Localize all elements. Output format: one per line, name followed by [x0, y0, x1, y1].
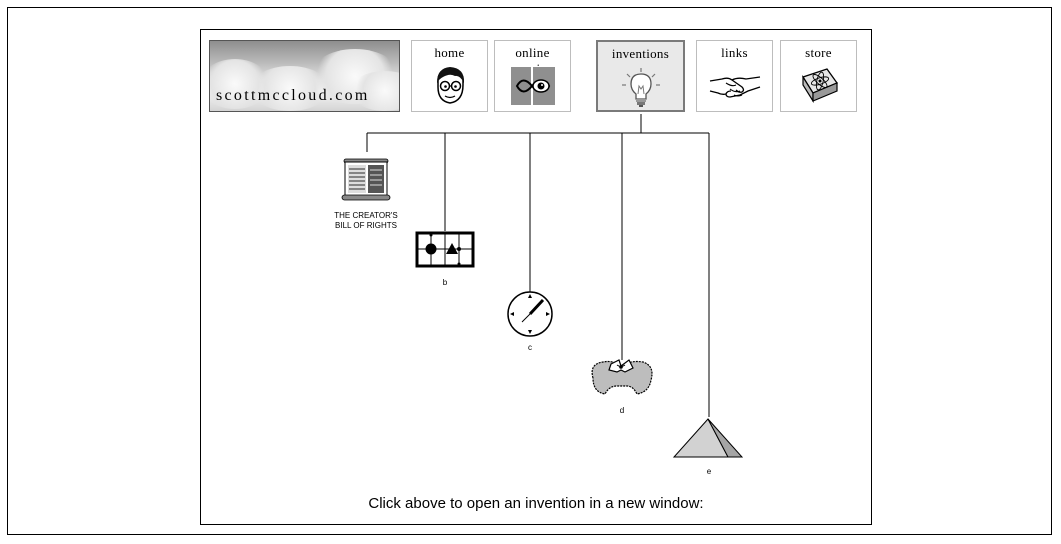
- site-logo[interactable]: scottmccloud.com: [209, 40, 400, 112]
- face-icon: [412, 65, 487, 112]
- label-line-1: THE CREATOR'S: [334, 211, 398, 220]
- bow-blob-icon: [587, 356, 657, 405]
- nav-home[interactable]: home: [411, 40, 488, 112]
- scroll-document-icon: [338, 156, 394, 209]
- invention-b-label: b: [442, 278, 448, 287]
- invention-d[interactable]: d: [587, 356, 657, 418]
- nav-links-label: links: [721, 45, 748, 60]
- invention-bill-of-rights-label: THE CREATOR'S BILL OF RIGHTS: [316, 211, 416, 231]
- atom-book-icon: [781, 65, 856, 112]
- nav-online-comics[interactable]: online comics: [494, 40, 571, 112]
- outer-frame: [7, 7, 1052, 535]
- invention-b[interactable]: b: [415, 230, 475, 290]
- invention-c[interactable]: c: [504, 290, 558, 352]
- nav-links[interactable]: links: [696, 40, 773, 112]
- invention-e[interactable]: e: [672, 415, 746, 477]
- handshake-icon: [697, 65, 772, 112]
- infinity-eye-icon: [495, 65, 570, 112]
- main-panel: scottmccloud.com home online comics: [200, 29, 872, 525]
- nav-inventions[interactable]: inventions: [596, 40, 685, 112]
- logo-text: scottmccloud.com: [216, 87, 370, 104]
- nav-inventions-label: inventions: [611, 46, 670, 61]
- invention-e-label: e: [706, 467, 712, 476]
- clock-dial-icon: [504, 290, 558, 345]
- nav-store-label: store: [805, 45, 832, 60]
- label-line-2: BILL OF RIGHTS: [335, 221, 397, 230]
- shapes-grid-icon: [415, 230, 475, 275]
- invention-d-label: d: [619, 406, 625, 415]
- pyramid-icon: [672, 415, 746, 466]
- instruction-caption: Click above to open an invention in a ne…: [368, 495, 704, 512]
- nav-home-label: home: [434, 45, 465, 60]
- lightbulb-icon: [598, 66, 683, 115]
- nav-store[interactable]: store: [780, 40, 857, 112]
- invention-c-label: c: [528, 343, 532, 352]
